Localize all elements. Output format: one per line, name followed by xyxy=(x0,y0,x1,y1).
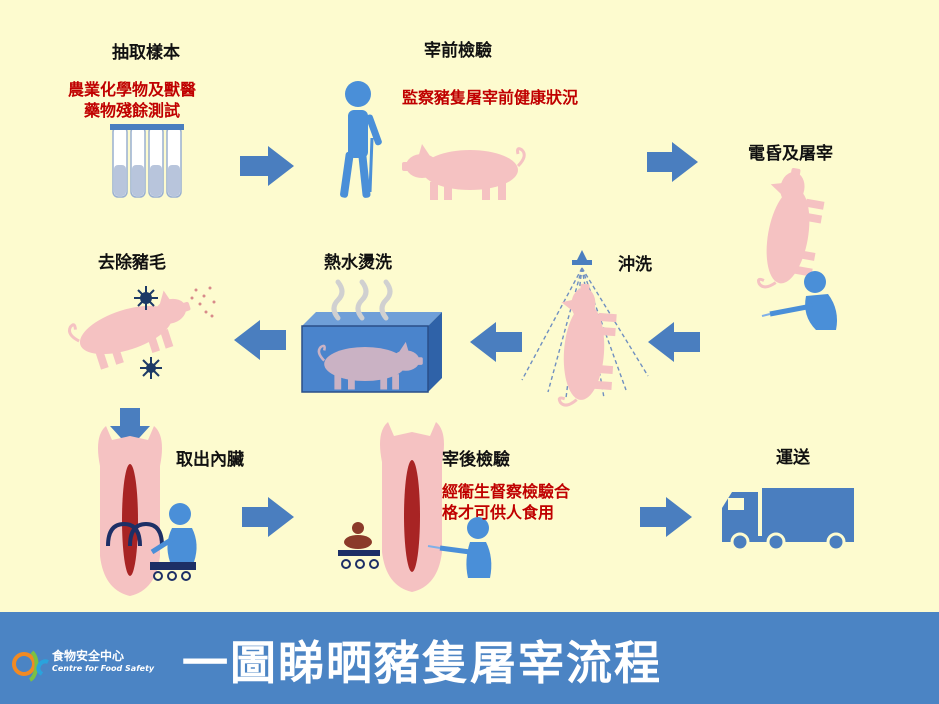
carcass-icon xyxy=(98,426,162,596)
inspector-icon xyxy=(427,517,492,578)
step-post-mortem-note: 經衞生督察檢驗合 格才可供人食用 xyxy=(442,482,571,522)
step-ante-mortem-note: 監察豬隻屠宰前健康狀況 xyxy=(402,88,579,107)
pig-icon xyxy=(400,142,526,202)
arrow-right-icon xyxy=(242,497,294,537)
step-post-mortem-title: 宰後檢驗 xyxy=(442,450,510,470)
footer-banner xyxy=(0,612,939,704)
step-washing-title: 沖洗 xyxy=(618,255,652,275)
pig-icon xyxy=(64,282,202,377)
step-evisceration-title: 取出內臟 xyxy=(176,450,244,470)
arrow-down-icon xyxy=(110,408,150,448)
diagram-artwork xyxy=(64,81,854,596)
worker-icon xyxy=(761,271,837,330)
step-transport-title: 運送 xyxy=(776,448,810,468)
logo-english-name: Centre for Food Safety xyxy=(52,664,155,673)
worker-icon xyxy=(150,503,197,562)
step-stunning-title: 電昏及屠宰 xyxy=(748,144,833,164)
sparkle-icon xyxy=(140,357,162,379)
scalding-tank-icon xyxy=(301,279,442,393)
carcass-icon xyxy=(380,422,444,592)
page-title: 一圖睇晒豬隻屠宰流程 xyxy=(182,636,662,690)
arrow-right-icon xyxy=(240,146,294,186)
arrow-left-icon xyxy=(470,322,522,362)
organs-icon xyxy=(338,522,380,569)
test-tubes-icon xyxy=(110,124,184,198)
step-dehairing-title: 去除豬毛 xyxy=(98,253,166,273)
cfs-logo-icon xyxy=(12,650,49,682)
standing-person-icon xyxy=(340,81,382,198)
intestines-icon xyxy=(106,521,164,547)
sparkle-icon xyxy=(134,286,158,310)
step-sampling-note: 農業化學物及獸醫 藥物殘餘測試 xyxy=(68,80,197,120)
arrow-left-icon xyxy=(648,322,700,362)
arrow-right-icon xyxy=(640,497,692,537)
logo-chinese-name: 食物安全中心 xyxy=(52,649,125,663)
arrow-right-icon xyxy=(647,142,698,182)
truck-icon xyxy=(722,488,854,552)
arrow-left-icon xyxy=(234,320,286,360)
cart-icon xyxy=(150,562,196,581)
step-scalding-title: 熱水燙洗 xyxy=(324,253,392,273)
step-ante-mortem-title: 宰前檢驗 xyxy=(424,41,492,61)
hair-particles-icon xyxy=(190,286,216,318)
step-sampling-title: 抽取樣本 xyxy=(112,43,180,63)
